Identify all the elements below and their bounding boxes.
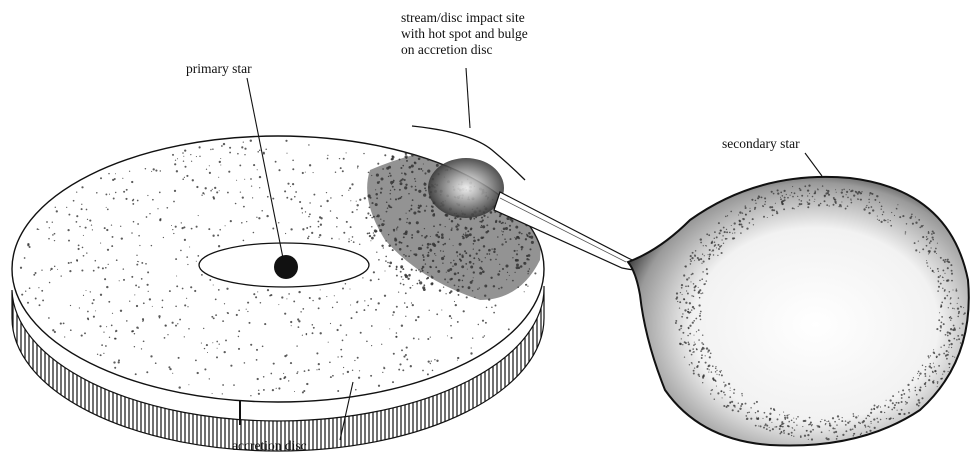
accretion-disc-label: accretion disc bbox=[232, 438, 307, 454]
stream-impact-label-line2: with hot spot and bulge bbox=[401, 26, 528, 42]
hot-spot bbox=[428, 158, 504, 218]
stream-impact-label-line3: on accretion disc bbox=[401, 42, 528, 58]
primary-star bbox=[274, 255, 298, 279]
stream-impact-label-line1: stream/disc impact site bbox=[401, 10, 528, 26]
leader-secondary-star bbox=[805, 153, 822, 176]
primary-star-label: primary star bbox=[186, 61, 252, 77]
leader-impact-site bbox=[466, 68, 470, 128]
secondary-star-label: secondary star bbox=[722, 136, 800, 152]
stream-impact-site-label: stream/disc impact site with hot spot an… bbox=[401, 10, 528, 58]
